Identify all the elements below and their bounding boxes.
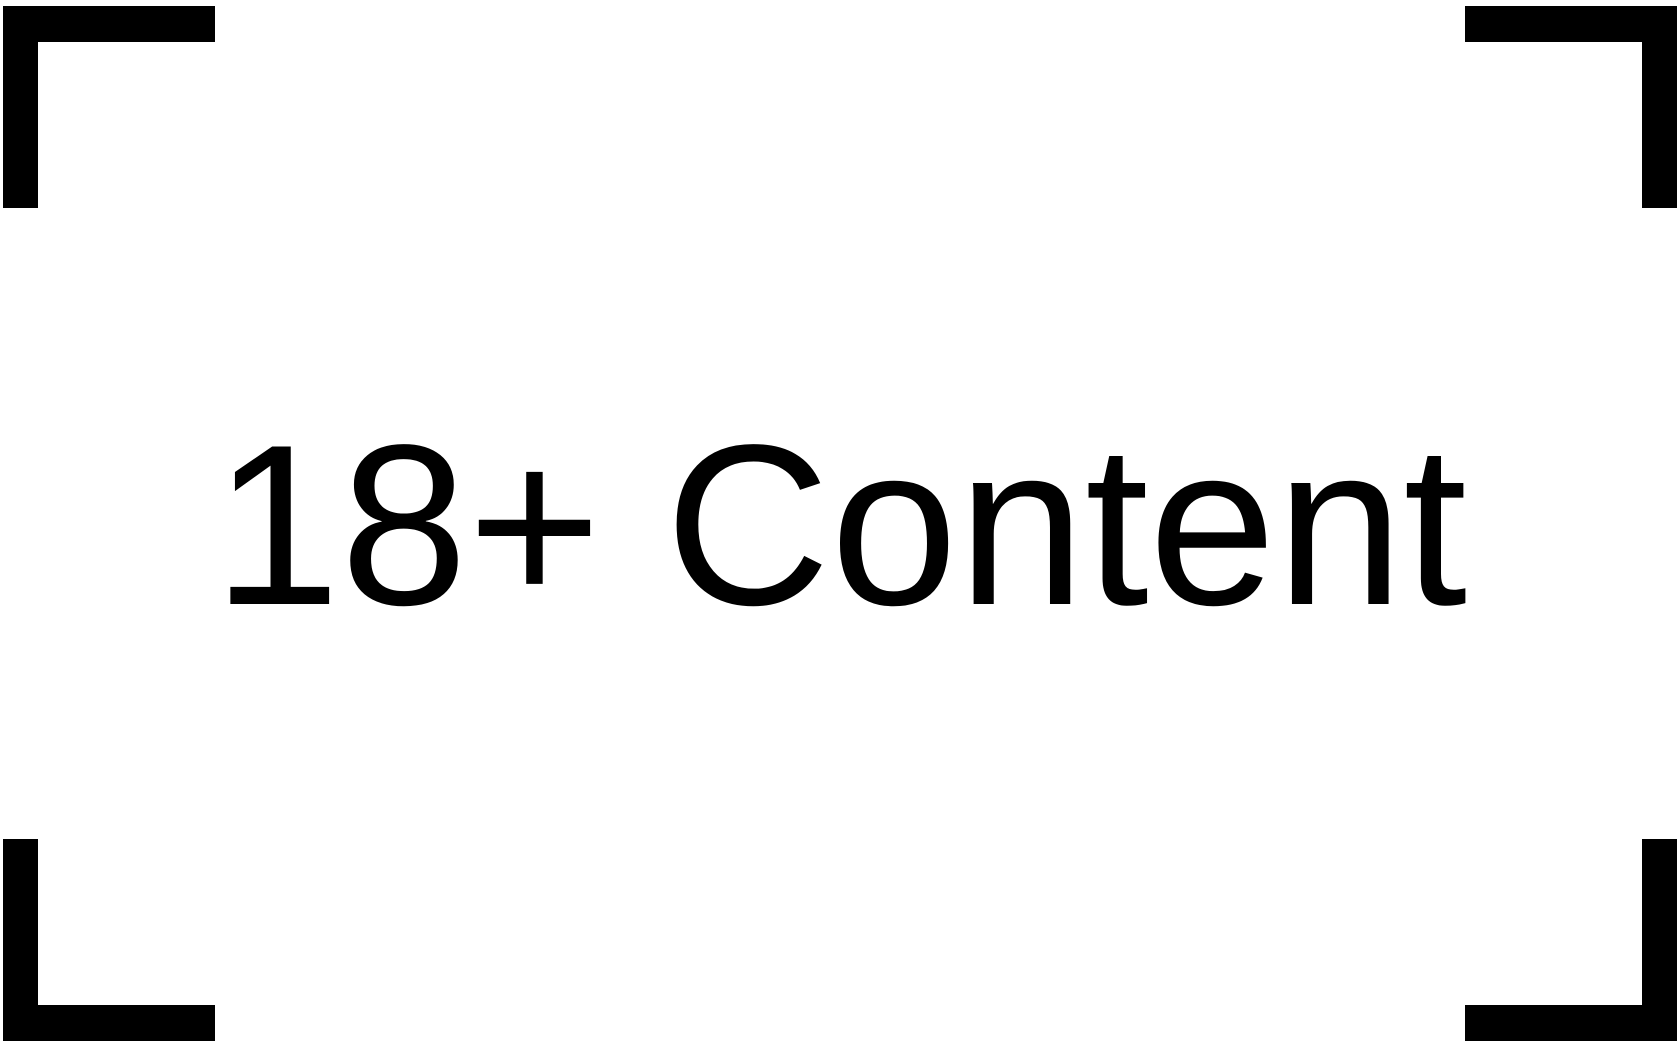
corner-bracket-top-left xyxy=(3,6,215,208)
corner-bracket-bottom-left xyxy=(3,839,215,1041)
corner-bracket-bottom-right xyxy=(1465,839,1677,1041)
corner-bracket-top-right xyxy=(1465,6,1677,208)
